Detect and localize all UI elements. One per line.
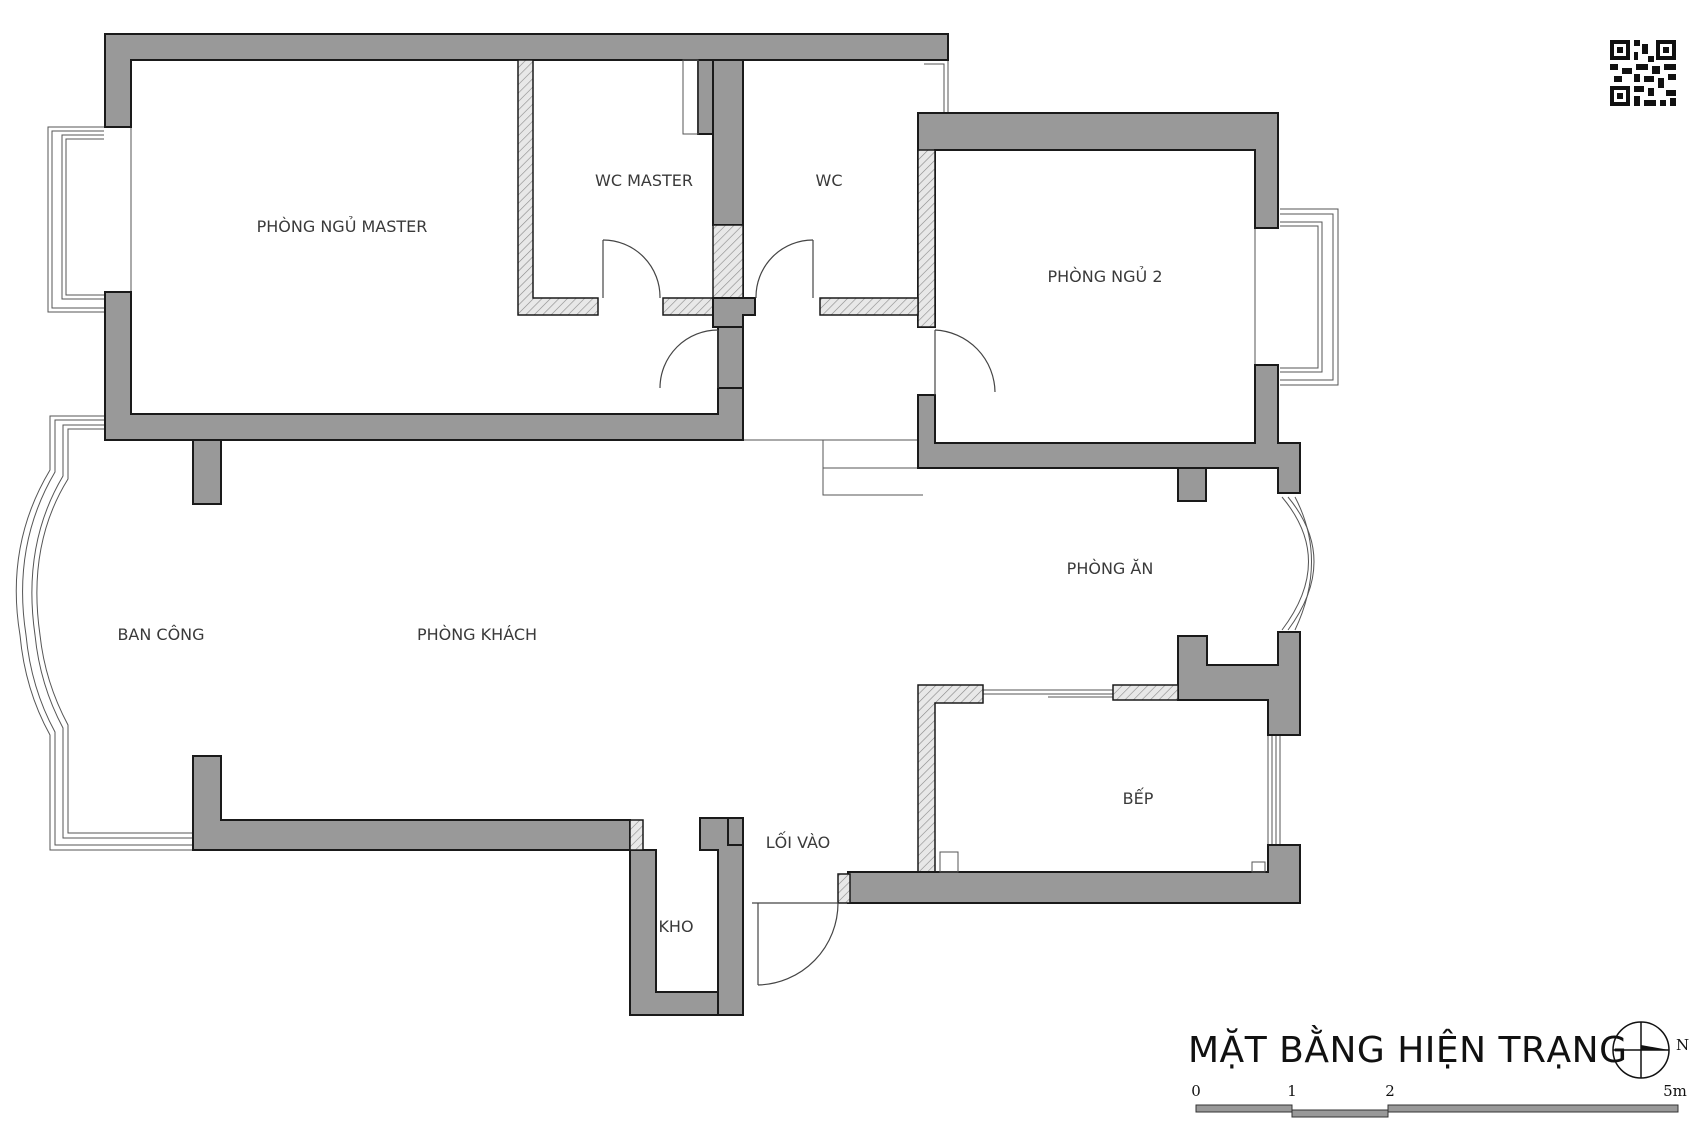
label-living: PHÒNG KHÁCH [417, 625, 537, 644]
label-entrance: LỐI VÀO [766, 831, 831, 852]
qr-code-icon [1610, 40, 1676, 106]
label-wc-master: WC MASTER [595, 171, 693, 190]
wall-pier-2 [1177, 467, 1207, 502]
wall-kitchen-left [917, 684, 984, 873]
wall-pier-1 [192, 439, 222, 505]
wall-kho [699, 817, 744, 1016]
wall-wcmaster-left [517, 59, 599, 316]
wall-master-left [104, 291, 744, 441]
north-arrow-icon [1612, 1021, 1670, 1079]
walls [104, 33, 1301, 1016]
wall-between-wc [712, 59, 744, 226]
doors [602, 239, 996, 986]
wall-wcmaster-nook [697, 59, 714, 135]
label-storage: KHO [658, 917, 693, 936]
scale-label-2: 2 [1385, 1082, 1395, 1100]
scale-label-0: 0 [1191, 1082, 1201, 1100]
north-label: N [1676, 1036, 1689, 1054]
wall-kitchen-bottom [847, 844, 1301, 904]
label-bedroom-2: PHÒNG NGỦ 2 [1047, 266, 1162, 286]
label-kitchen: BẾP [1123, 787, 1154, 808]
label-balcony: BAN CÔNG [117, 625, 204, 644]
scale-bar: 0 1 2 5m [1191, 1082, 1687, 1118]
wall-wc-bottom [819, 297, 919, 316]
label-dining: PHÒNG ĂN [1067, 559, 1154, 578]
drawing-title: MẶT BẰNG HIỆN TRẠNG [1188, 1024, 1627, 1071]
wall-living-bottom [192, 755, 744, 1016]
label-master-bedroom: PHÒNG NGỦ MASTER [257, 216, 428, 236]
wall-kitchen-block [1177, 631, 1301, 736]
wall-bedroom2-bottom [917, 364, 1301, 494]
scale-label-1: 1 [1287, 1082, 1297, 1100]
room-labels: PHÒNG NGỦ MASTER WC MASTER WC PHÒNG NGỦ … [117, 171, 1162, 936]
scale-label-5m: 5m [1663, 1082, 1687, 1100]
label-wc: WC [816, 171, 843, 190]
wall-wcmaster-right-stub [662, 297, 719, 316]
wall-bedroom2-top [917, 112, 1279, 328]
